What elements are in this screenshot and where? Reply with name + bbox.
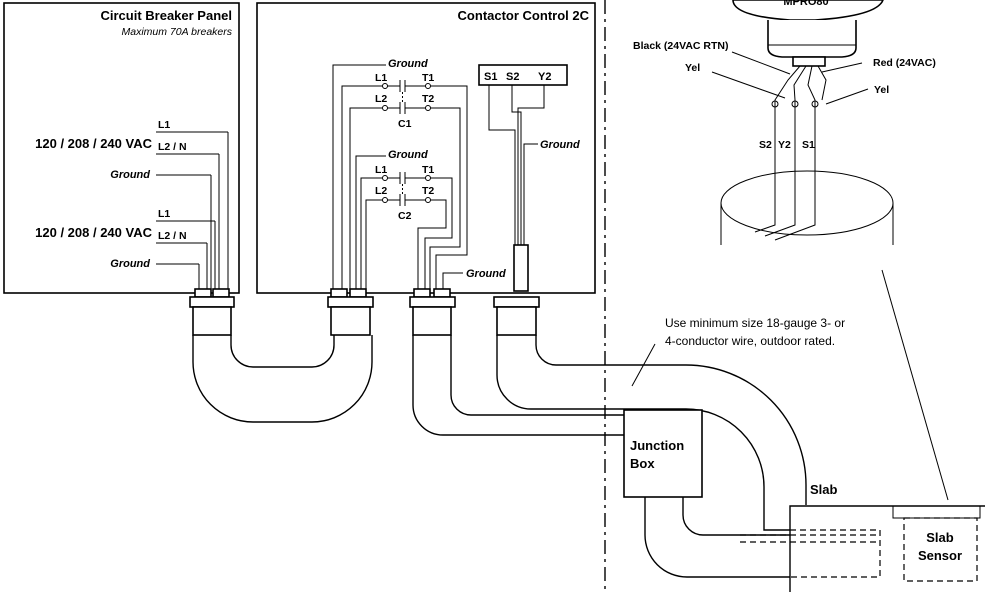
junction-box-line2: Box xyxy=(630,456,655,471)
c2-l2-label: L2 xyxy=(375,185,387,197)
supply2-l1-label: L1 xyxy=(158,208,170,220)
slab-sensor-line2: Sensor xyxy=(918,548,962,563)
yel-left-label: Yel xyxy=(685,62,700,74)
supply1-l2-label: L2 / N xyxy=(158,141,187,153)
c2-t2-label: T2 xyxy=(422,185,434,197)
y2-lead-label: Y2 xyxy=(778,139,791,151)
red-wire-label: Red (24VAC) xyxy=(873,57,936,69)
c2-ground-label: Ground xyxy=(388,149,428,161)
supply1-l1-label: L1 xyxy=(158,119,170,131)
supply1-ground-label: Ground xyxy=(110,169,150,181)
yel-right-label: Yel xyxy=(874,84,889,96)
supply2-ground-label: Ground xyxy=(110,258,150,270)
c1-t2-label: T2 xyxy=(422,93,434,105)
c1-ground-label: Ground xyxy=(388,58,428,70)
supply2-l2-label: L2 / N xyxy=(158,230,187,242)
c1-name-label: C1 xyxy=(398,118,412,130)
wire-note-line2: 4-conductor wire, outdoor rated. xyxy=(665,334,835,348)
sensor-terminal-strip: S1 S2 Y2 xyxy=(478,64,568,86)
terminal-s2-label: S2 xyxy=(506,71,519,83)
c2-t1-label: T1 xyxy=(422,164,434,176)
black-wire-label: Black (24VAC RTN) xyxy=(633,40,729,52)
conduit-fittings xyxy=(189,296,540,336)
s1-lead-label: S1 xyxy=(802,139,815,151)
slab-sensor-line1: Slab xyxy=(926,530,954,545)
contactor-c2-symbol xyxy=(382,172,431,206)
thermostat-model: MPRO80 xyxy=(783,0,828,8)
thermostat-mpro80: MPRO80 Black (24VAC RTN) Yel Red (24VAC)… xyxy=(633,0,936,245)
c2-l1-label: L1 xyxy=(375,164,387,176)
conduit-runs xyxy=(192,335,807,578)
terminal-s1-label: S1 xyxy=(484,71,497,83)
c1-l1-label: L1 xyxy=(375,72,387,84)
panel-title: Circuit Breaker Panel xyxy=(100,8,232,23)
s2-lead-label: S2 xyxy=(759,139,772,151)
slab-label: Slab xyxy=(810,482,838,497)
junction-box-line1: Junction xyxy=(630,438,684,453)
contactor-title: Contactor Control 2C xyxy=(458,8,590,23)
sensor-ground-label: Ground xyxy=(540,139,580,151)
supply1-voltage: 120 / 208 / 240 VAC xyxy=(35,136,152,151)
contactor-c1-symbol xyxy=(382,80,431,114)
c1-t1-label: T1 xyxy=(422,72,434,84)
lower-ground-label: Ground xyxy=(466,268,506,280)
contactor-control-panel: Contactor Control 2C Ground L1 T1 L2 T2 … xyxy=(256,2,596,298)
supply2-voltage: 120 / 208 / 240 VAC xyxy=(35,225,152,240)
wire-note-line1: Use minimum size 18-gauge 3- or xyxy=(665,316,845,330)
panel-subtitle: Maximum 70A breakers xyxy=(122,26,233,38)
slab: Slab Slab Sensor xyxy=(740,482,985,592)
circuit-breaker-panel: Circuit Breaker Panel Maximum 70A breake… xyxy=(3,2,240,298)
c1-l2-label: L2 xyxy=(375,93,387,105)
c2-name-label: C2 xyxy=(398,210,412,222)
junction-box: Junction Box xyxy=(623,409,703,498)
terminal-y2-label: Y2 xyxy=(538,71,551,83)
